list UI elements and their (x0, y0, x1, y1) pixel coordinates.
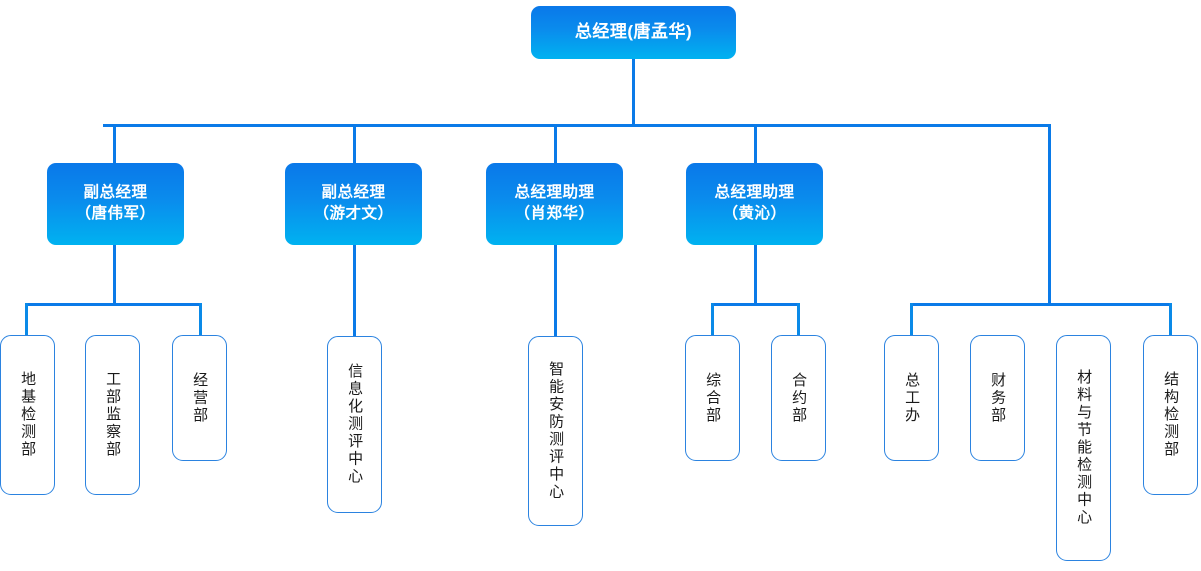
connector-bus-vp-tangweijun (25, 303, 202, 306)
node-dept-diji-jiance-label: 地基检测部 (19, 371, 37, 459)
node-dept-caiwu[interactable]: 财务部 (970, 335, 1025, 461)
node-ga-huangqin-title: 总经理助理 (714, 184, 795, 202)
connector-leaf-drop-zonghe (711, 303, 714, 336)
node-dept-jingying[interactable]: 经营部 (172, 335, 227, 461)
node-dept-gongbu-jiancha-label: 工部监察部 (104, 371, 122, 459)
connector-main-bus (103, 124, 1051, 127)
node-ga-xiaozhenghua[interactable]: 总经理助理 （肖郑华） (486, 163, 623, 245)
node-vp-youcaiwen-title: 副总经理 (321, 184, 386, 202)
node-vp-tangweijun[interactable]: 副总经理 （唐伟军） (47, 163, 184, 245)
node-ga-xiaozhenghua-title: 总经理助理 (514, 184, 595, 202)
node-dept-jingying-label: 经营部 (191, 371, 209, 425)
connector-drop-ga-huangqin (754, 124, 757, 163)
connector-drop-ga-xiaozhenghua (554, 124, 557, 163)
node-dept-zonghe[interactable]: 综合部 (685, 335, 740, 461)
node-dept-jiegou-jiance-label: 结构检测部 (1162, 371, 1180, 459)
connector-root-stem (632, 59, 635, 126)
node-dept-zonggongban[interactable]: 总工办 (884, 335, 939, 461)
connector-leaf-drop-jingying (199, 303, 202, 336)
node-dept-heyue[interactable]: 合约部 (771, 335, 826, 461)
connector-leaf-drop-jiegou (1169, 303, 1172, 336)
connector-bus-huangqin-left (711, 303, 800, 306)
node-dept-cailiao-jieneng-label: 材料与节能检测中心 (1075, 369, 1093, 527)
node-dept-zonghe-label: 综合部 (704, 371, 722, 425)
connector-stem-vp-tangweijun (113, 245, 116, 306)
connector-leaf-drop-heyue (797, 303, 800, 336)
connector-stem-vp-youcaiwen (353, 245, 356, 337)
node-ga-xiaozhenghua-name: （肖郑华） (514, 205, 595, 222)
node-dept-cailiao-jieneng[interactable]: 材料与节能检测中心 (1056, 335, 1111, 561)
node-dept-gongbu-jiancha[interactable]: 工部监察部 (85, 335, 140, 495)
node-vp-tangweijun-title: 副总经理 (83, 184, 148, 202)
node-dept-zhineng-anfang-label: 智能安防测评中心 (547, 361, 565, 501)
node-root-label: 总经理(唐孟华) (574, 22, 693, 42)
node-dept-caiwu-label: 财务部 (989, 371, 1007, 425)
connector-leaf-drop-diji (25, 303, 28, 336)
connector-drop-vp-youcaiwen (353, 124, 356, 163)
connector-stem-ga-xiaozhenghua (554, 245, 557, 337)
node-dept-heyue-label: 合约部 (790, 371, 808, 425)
connector-bus-huangqin-right (910, 303, 1172, 306)
node-dept-zonggongban-label: 总工办 (903, 371, 921, 425)
node-ga-huangqin[interactable]: 总经理助理 （黄沁） (686, 163, 823, 245)
node-dept-xinxihua-ceping-label: 信息化测评中心 (346, 363, 364, 486)
connector-riser-right-group (1048, 124, 1051, 306)
connector-leaf-drop-zonggongban (910, 303, 913, 336)
connector-stem-ga-huangqin (754, 245, 757, 306)
node-vp-tangweijun-name: （唐伟军） (75, 205, 156, 222)
node-ga-huangqin-name: （黄沁） (722, 205, 787, 222)
node-dept-zhineng-anfang[interactable]: 智能安防测评中心 (528, 336, 583, 526)
connector-drop-vp-tangweijun (113, 124, 116, 163)
node-root-general-manager[interactable]: 总经理(唐孟华) (531, 6, 736, 59)
node-dept-diji-jiance[interactable]: 地基检测部 (0, 335, 55, 495)
node-vp-youcaiwen-name: （游才文） (313, 205, 394, 222)
node-vp-youcaiwen[interactable]: 副总经理 （游才文） (285, 163, 422, 245)
node-dept-jiegou-jiance[interactable]: 结构检测部 (1143, 335, 1198, 495)
node-dept-xinxihua-ceping[interactable]: 信息化测评中心 (327, 336, 382, 513)
